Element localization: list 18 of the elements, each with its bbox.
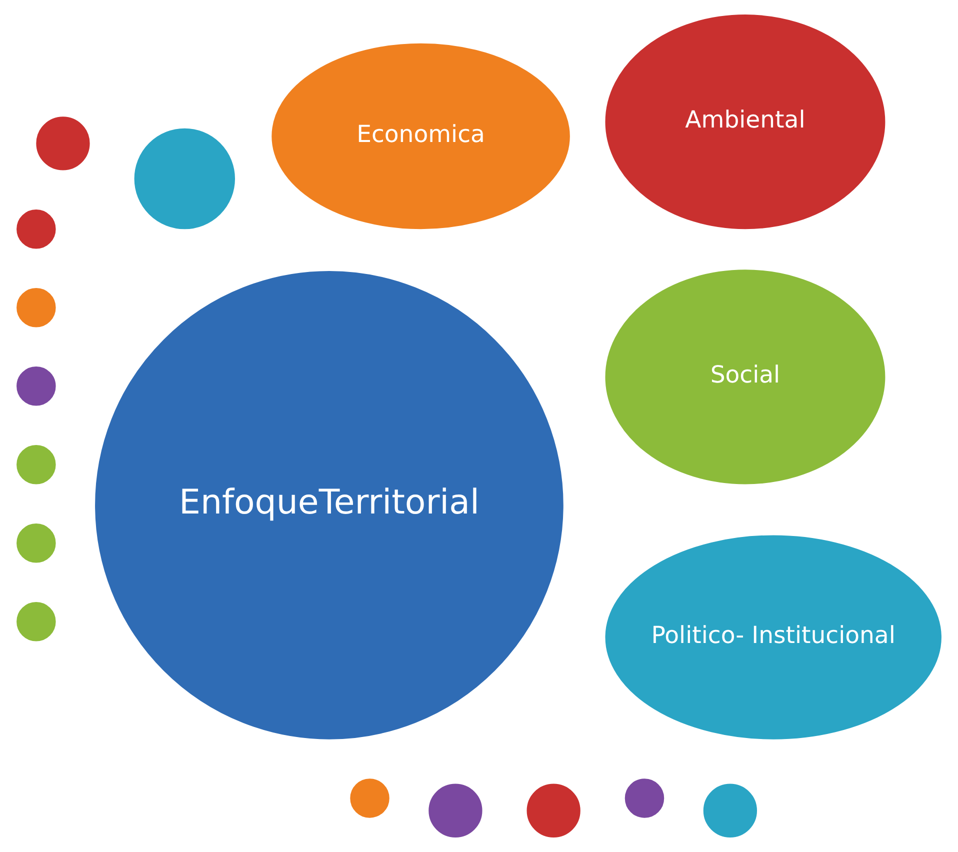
node-circle (14, 442, 58, 487)
node-circle (622, 776, 667, 820)
node-circle (34, 114, 92, 173)
node-circle: EnfoqueTerritorial (92, 268, 566, 742)
node-circle (132, 126, 238, 232)
node-circle (14, 364, 58, 408)
node-circle (700, 781, 760, 840)
node-circle (14, 206, 58, 252)
node-circle (14, 599, 58, 644)
node-ellipse: Social (602, 267, 888, 487)
node-ellipse: Economica (269, 40, 573, 232)
node-ellipse: Politico- Institucional (602, 532, 944, 742)
node-circle (14, 520, 58, 566)
node-ellipse: Ambiental (602, 12, 888, 232)
node-circle (14, 285, 58, 330)
node-circle (426, 781, 485, 840)
node-circle (348, 776, 392, 820)
node-circle (524, 781, 583, 840)
